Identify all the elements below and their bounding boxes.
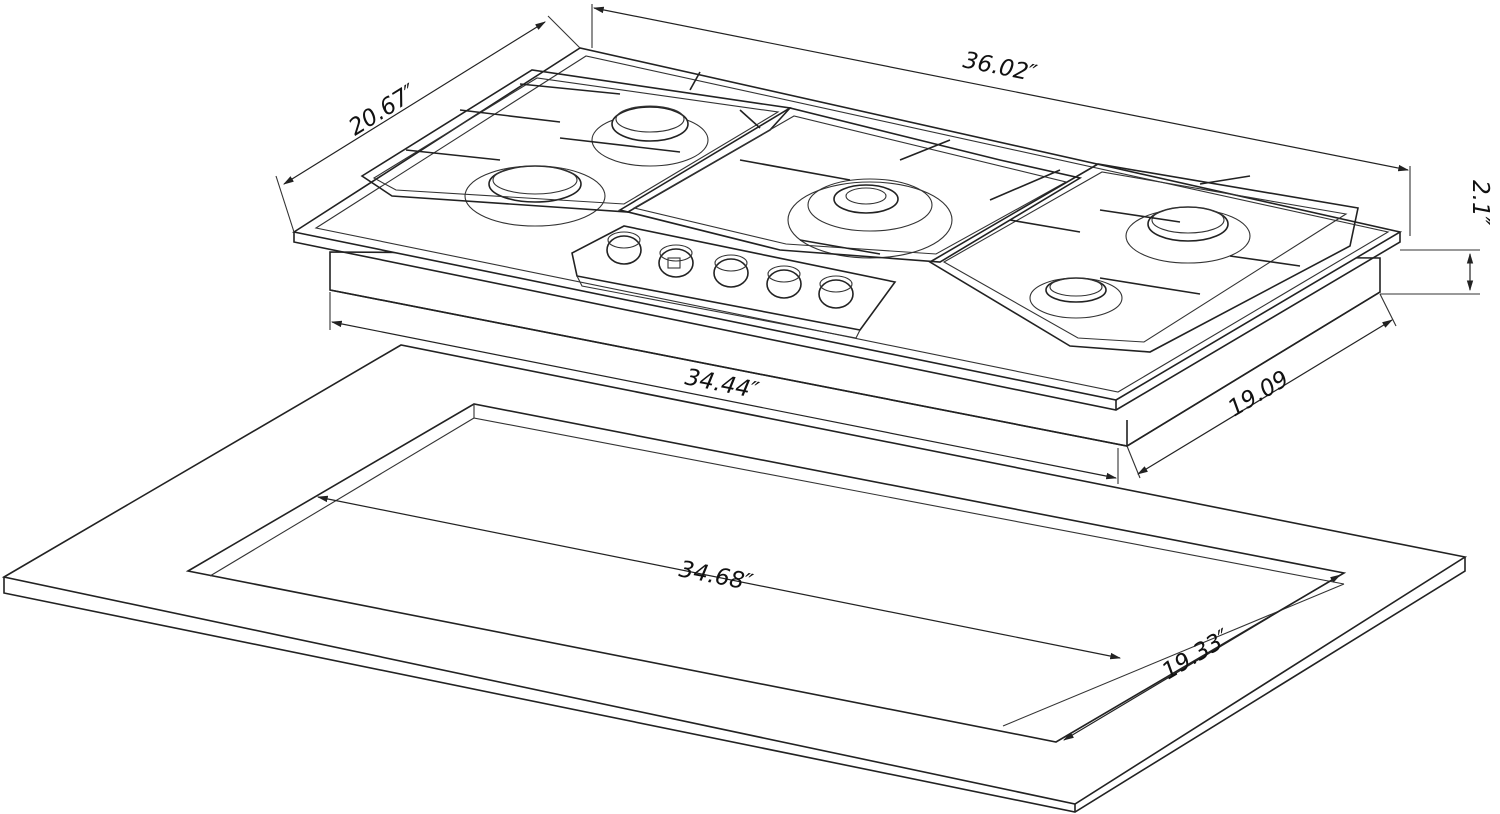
knob-3[interactable]: [713, 254, 749, 288]
knob-5[interactable]: [818, 275, 854, 309]
cooktop-width-label: 36.02″: [961, 47, 1039, 87]
cooktop-depth-label: 20.67″: [344, 79, 421, 141]
cooktop-height-label: 2.1″: [1467, 180, 1493, 226]
knob-4[interactable]: [766, 265, 802, 299]
knob-1[interactable]: [606, 231, 642, 265]
control-knobs: [606, 231, 854, 309]
burner-front-right: [1029, 277, 1123, 319]
knob-2[interactable]: [658, 244, 694, 278]
burner-center-wok: [787, 178, 953, 259]
dimension-cooktop-height: 2.1″: [1380, 180, 1493, 295]
burner-back-right: [1125, 206, 1251, 264]
